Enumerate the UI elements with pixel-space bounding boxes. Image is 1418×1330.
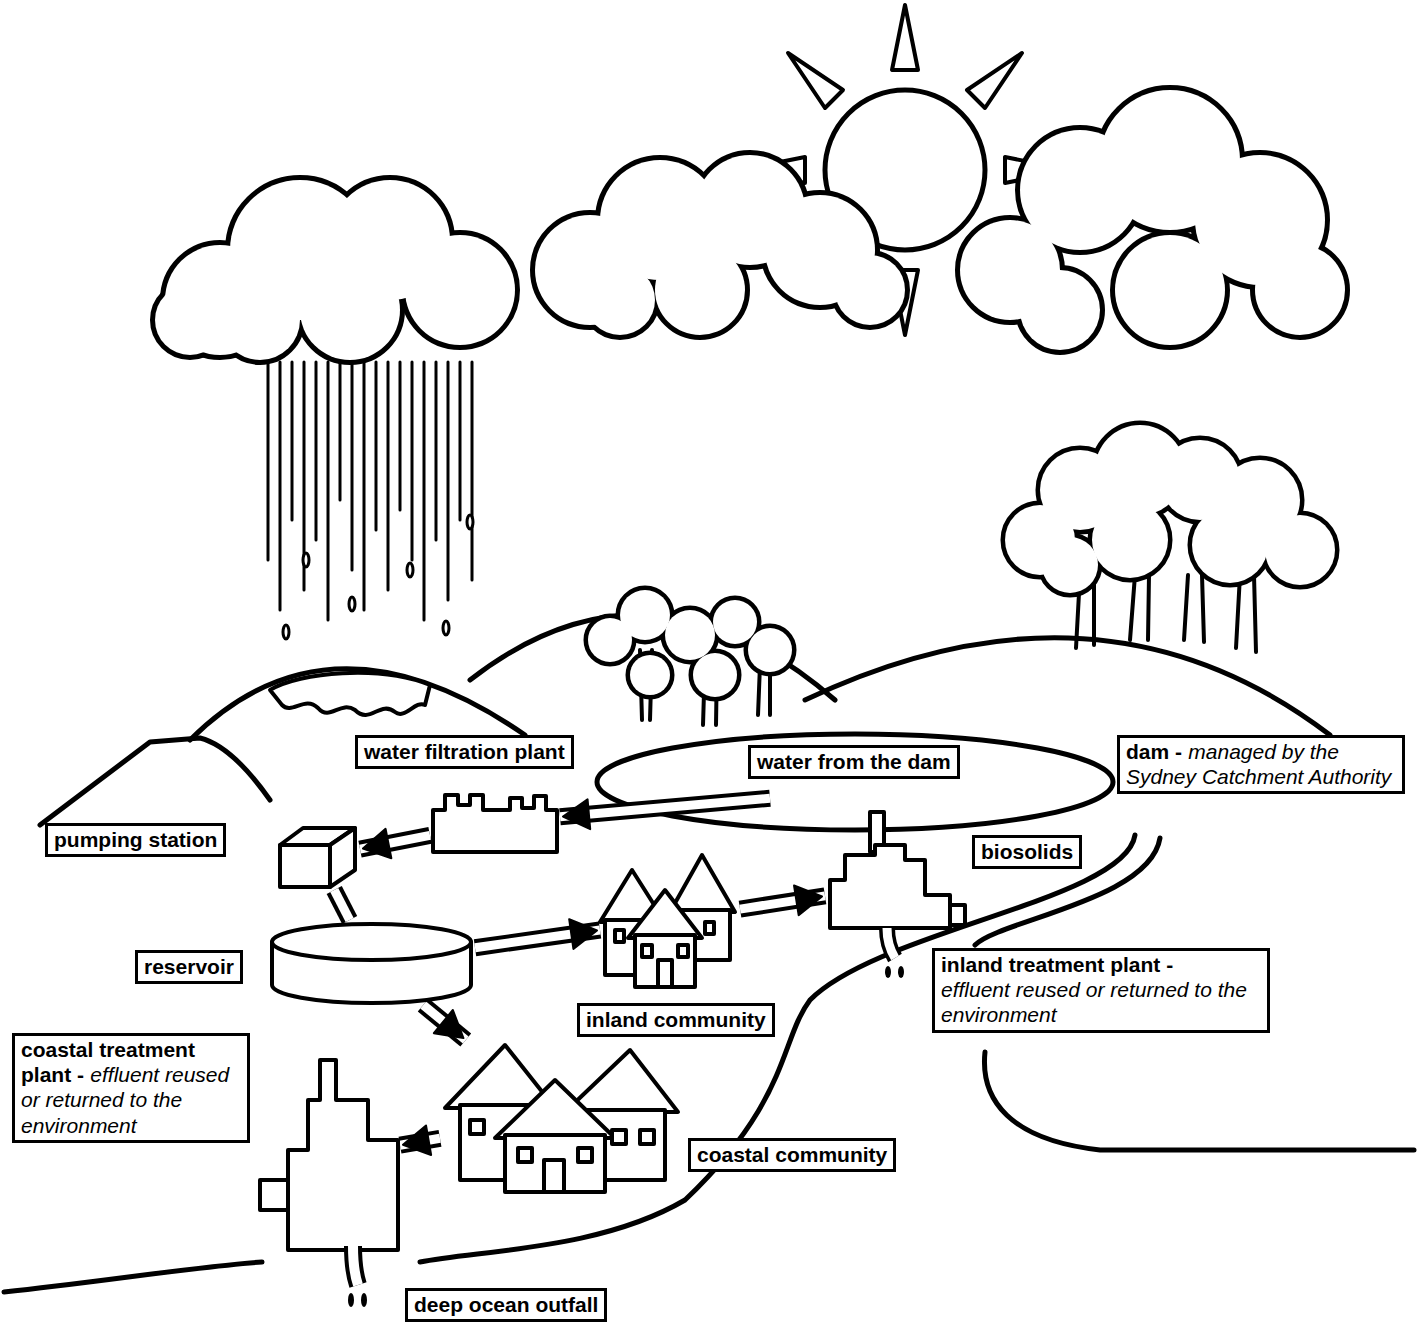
label-box: inland community <box>577 1003 775 1037</box>
inland-treatment-plant: inland treatment plant -effluent reused … <box>825 840 965 930</box>
node-drawing <box>825 840 965 930</box>
filtration-plant: water filtration plant <box>430 790 560 855</box>
node-heading: inland community <box>586 1008 766 1031</box>
node-heading: coastal community <box>697 1143 887 1166</box>
node-heading: pumping station <box>54 828 217 851</box>
coastal-treatment-plant: coastal treatment plant -effluent reused… <box>258 1060 400 1255</box>
label-box: dam -managed by the Sydney Catchment Aut… <box>1117 735 1405 794</box>
inland-houses: inland community <box>600 850 740 990</box>
label-box: reservoir <box>135 950 243 984</box>
node-note: effluent reused or returned to the envir… <box>941 977 1261 1027</box>
pipe-connector <box>560 798 770 829</box>
node-drawing <box>430 790 560 855</box>
label-box: biosolids <box>972 835 1082 869</box>
node-drawing <box>600 850 740 990</box>
node-drawing <box>258 1060 400 1255</box>
part-label: biosolids <box>981 840 1073 863</box>
pipe-connector <box>360 829 430 858</box>
node-drawing <box>275 825 360 890</box>
label-box: pumping station <box>45 823 226 857</box>
node-heading: reservoir <box>144 955 234 978</box>
node-heading: inland treatment plant - <box>941 953 1173 976</box>
reservoir-tank: reservoir <box>268 920 475 1005</box>
part-label: deep ocean outfall <box>414 1293 598 1316</box>
pipe-connector <box>475 919 600 949</box>
label-box: water filtration plant <box>355 735 574 769</box>
node-drawing <box>440 1040 680 1195</box>
pipe-connector <box>334 890 349 920</box>
label-box: deep ocean outfall <box>405 1288 607 1322</box>
node-drawing <box>268 920 475 1005</box>
coastal-houses: coastal community <box>440 1040 680 1195</box>
pipe-connector <box>400 1125 440 1155</box>
node-heading: dam - <box>1126 740 1182 763</box>
pipe-connector <box>740 886 825 916</box>
pipe-label: water from the dam <box>757 750 951 773</box>
label-box: coastal community <box>688 1138 896 1172</box>
label-box: coastal treatment plant -effluent reused… <box>12 1033 250 1143</box>
label-box: inland treatment plant -effluent reused … <box>932 948 1270 1033</box>
node-heading: water filtration plant <box>364 740 565 763</box>
label-box: water from the dam <box>748 745 960 779</box>
pipe-connector <box>423 1005 466 1040</box>
pumping-station: pumping station <box>275 825 360 890</box>
